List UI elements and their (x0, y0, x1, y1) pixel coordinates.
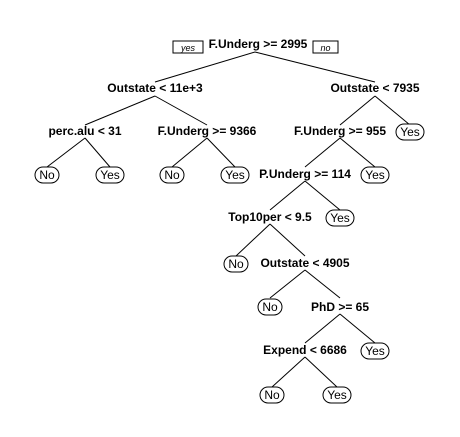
leaf-rr: Yes (395, 123, 425, 141)
leaf-lrr-label: Yes (225, 168, 245, 182)
edge-root-r (254, 51, 376, 83)
edge-ll-llr (84, 137, 111, 168)
split-ll: perc.alu < 31 (48, 124, 121, 138)
leaf-llr-label: Yes (100, 168, 120, 182)
leaf-rlllrrlr-label: Yes (327, 388, 347, 402)
edge-rlll-rllll (235, 223, 271, 257)
branch-tag-no: no (312, 40, 339, 54)
leaf-rlr: Yes (360, 166, 390, 184)
leaf-rlllrl: No (257, 298, 283, 316)
branch-tag-yes: yes (172, 40, 204, 54)
leaf-nodes: Yes No Yes No Yes Yes Yes No (34, 123, 425, 404)
tree-edges (46, 51, 411, 388)
edge-root-l (154, 51, 256, 83)
edge-r-rr (374, 95, 411, 126)
edge-rlllrr-rlllrrr (339, 313, 376, 344)
split-nodes: F.Underg >= 2995 Outstate < 11e+3 Outsta… (48, 37, 419, 357)
edge-rlllr-rlllrl (269, 269, 306, 299)
split-r: Outstate < 7935 (330, 81, 419, 95)
leaf-rlllrrll-label: No (264, 388, 280, 402)
edge-rlll-rlllr (269, 223, 306, 257)
edge-l-lr (154, 95, 208, 126)
leaf-lrr: Yes (220, 166, 250, 184)
leaf-llr: Yes (95, 166, 125, 184)
edge-lr-lrl (171, 137, 208, 168)
leaf-lll-label: No (39, 168, 55, 182)
edge-rll-rlll (269, 180, 306, 211)
split-rlllr: Outstate < 4905 (260, 256, 349, 270)
leaf-rllll-label: No (228, 257, 244, 271)
split-rlllrr: PhD >= 65 (311, 300, 369, 314)
leaf-rlllrrll: No (259, 386, 285, 404)
leaf-rlllrrr-label: Yes (365, 344, 385, 358)
leaf-rlr-label: Yes (365, 168, 385, 182)
leaf-lrl: No (159, 166, 185, 184)
edge-l-ll (84, 95, 156, 126)
edge-rlllrr-rlllrrl (304, 313, 341, 344)
leaf-rllr-label: Yes (330, 211, 350, 225)
edge-lr-lrr (206, 137, 236, 168)
split-rl: F.Underg >= 955 (294, 124, 386, 138)
leaf-rlllrrlr: Yes (322, 386, 352, 404)
branch-tag-yes-label: yes (180, 43, 196, 53)
edge-ll-lll (46, 137, 86, 168)
edge-rl-rlr (339, 137, 376, 168)
edge-rlllr-rlllrr (304, 269, 341, 299)
split-rll: P.Underg >= 114 (259, 167, 351, 181)
split-rlllrrl: Expend < 6686 (263, 343, 347, 357)
leaf-lll: No (34, 166, 60, 184)
edge-r-rl (339, 95, 376, 126)
split-lr: F.Underg >= 9366 (158, 124, 257, 138)
leaf-rllr: Yes (325, 209, 355, 227)
split-rlll: Top10per < 9.5 (228, 210, 312, 224)
leaf-rr-label: Yes (400, 125, 420, 139)
branch-tag-no-label: no (320, 43, 330, 53)
split-l: Outstate < 11e+3 (107, 81, 203, 95)
split-root: F.Underg >= 2995 (209, 37, 308, 51)
edge-rlllrrl-rlllrrlr (304, 356, 338, 388)
leaf-rllll: No (223, 255, 249, 273)
leaf-rlllrl-label: No (262, 300, 278, 314)
edge-rl-rll (304, 137, 341, 168)
edge-rlllrrl-rlllrrll (271, 356, 306, 388)
edge-rll-rllr (304, 180, 341, 211)
leaf-lrl-label: No (164, 168, 180, 182)
leaf-rlllrrr: Yes (360, 342, 390, 360)
